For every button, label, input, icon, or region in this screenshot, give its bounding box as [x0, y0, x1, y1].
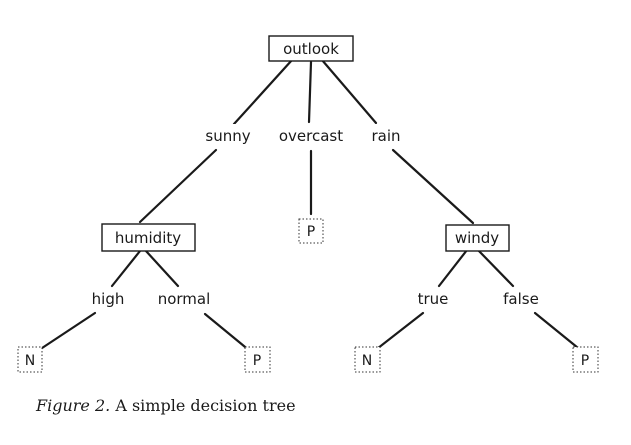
figure-number: Figure 2.	[36, 396, 111, 415]
edge-normal-leaf	[203, 312, 252, 353]
leaf-false-label: P	[581, 353, 589, 369]
figure-caption: Figure 2. A simple decision tree	[36, 396, 296, 415]
node-outlook-label: outlook	[283, 40, 339, 58]
leaf-true-label: N	[362, 353, 372, 369]
leaf-high: N	[17, 346, 43, 373]
edge-true-leaf	[371, 311, 425, 354]
node-outlook: outlook	[268, 35, 354, 62]
edge-windy-true	[437, 248, 469, 288]
edge-rain-windy	[391, 148, 475, 225]
edge-sunny-humidity	[138, 148, 218, 224]
edge-humidity-high	[110, 249, 142, 288]
branch-label-true: true	[418, 290, 449, 308]
leaf-true: N	[354, 346, 381, 373]
node-humidity: humidity	[101, 223, 196, 252]
leaf-overcast: P	[298, 218, 324, 244]
figure-caption-text: A simple decision tree	[115, 396, 296, 415]
leaf-high-label: N	[25, 353, 35, 369]
edge-outlook-rain	[320, 58, 378, 125]
edge-false-leaf	[533, 311, 585, 354]
branch-label-high: high	[92, 290, 125, 308]
node-humidity-label: humidity	[115, 229, 181, 247]
branch-label-false: false	[503, 290, 539, 308]
node-windy: windy	[445, 224, 510, 252]
branch-label-rain: rain	[371, 127, 400, 145]
branch-label-overcast: overcast	[279, 127, 343, 145]
branch-label-normal: normal	[158, 290, 211, 308]
edge-outlook-overcast	[307, 60, 313, 124]
leaf-normal-label: P	[253, 353, 261, 369]
edge-high-leaf	[31, 311, 97, 356]
decision-tree-diagram: outlook sunny overcast rain humidity P w…	[17, 35, 599, 373]
leaf-overcast-label: P	[307, 224, 315, 240]
branch-label-sunny: sunny	[205, 127, 250, 145]
leaf-false: P	[572, 346, 599, 373]
edge-humidity-normal	[144, 249, 180, 288]
node-windy-label: windy	[455, 229, 499, 247]
leaf-normal: P	[244, 346, 271, 373]
edge-windy-false	[476, 248, 515, 288]
edge-outlook-sunny	[232, 58, 294, 126]
